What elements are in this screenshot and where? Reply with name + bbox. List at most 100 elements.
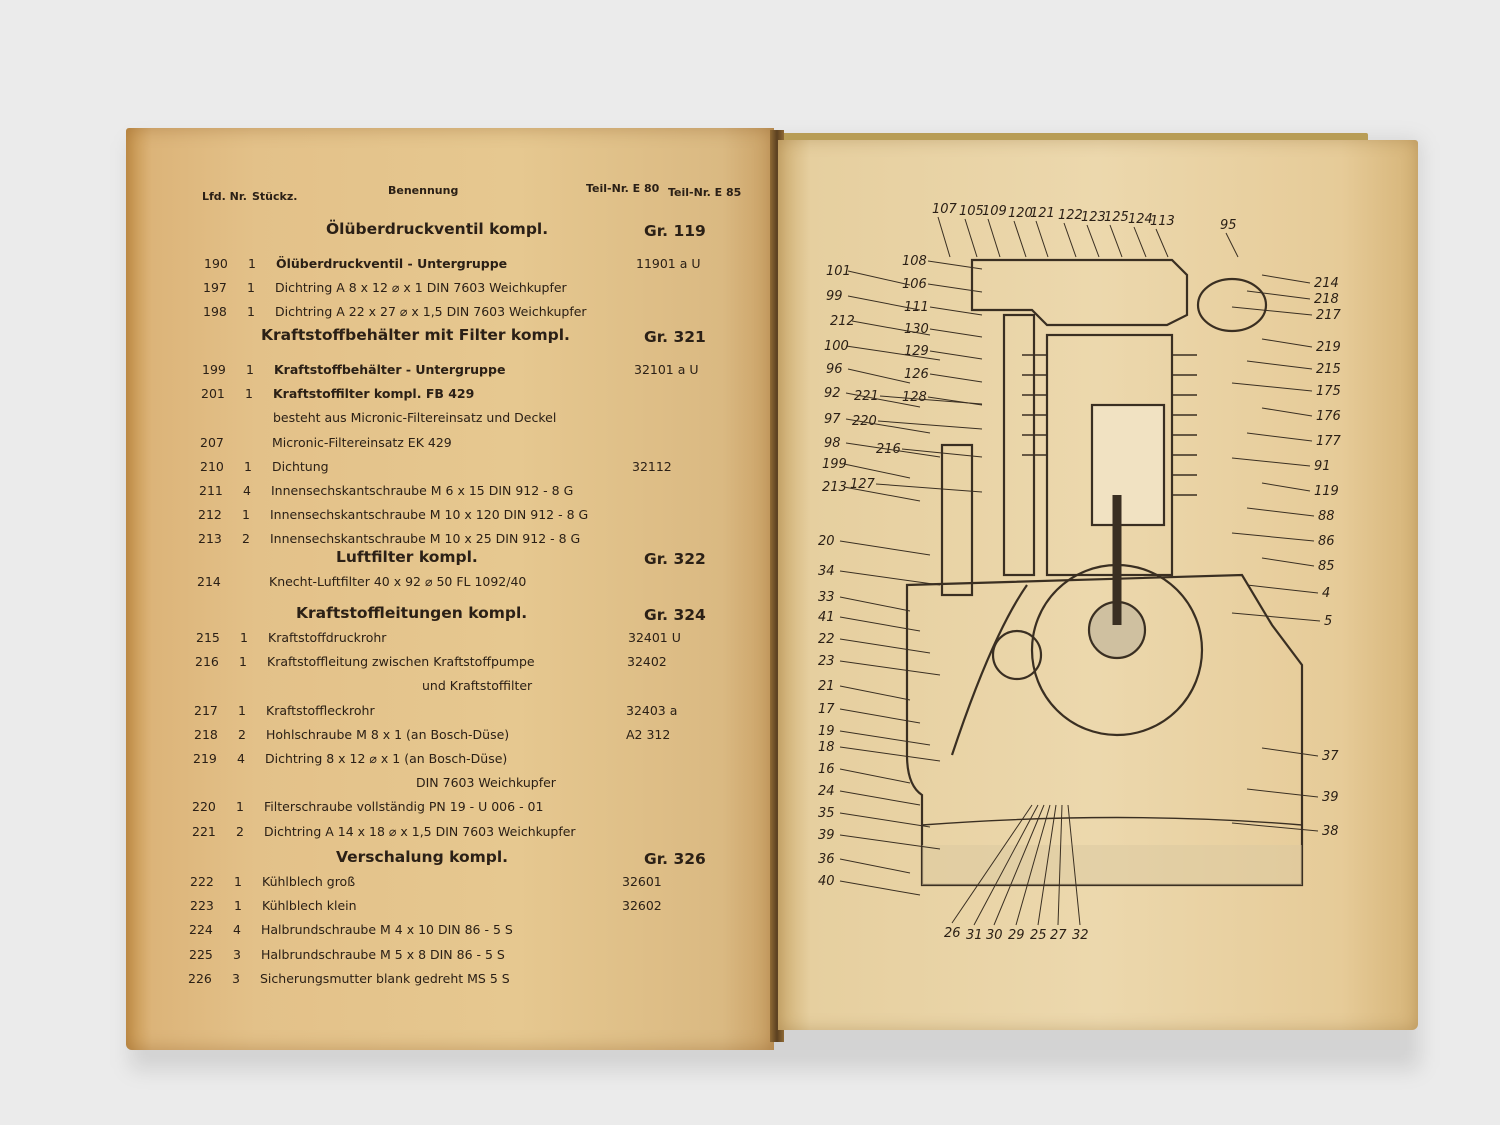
diagram-leader-line: [987, 218, 1001, 258]
header-lfd: Lfd. Nr.: [202, 190, 247, 203]
diagram-label: 25: [1030, 928, 1047, 943]
diagram-leader-line: [1246, 360, 1313, 370]
diagram-leader-line: [1155, 228, 1169, 258]
diagram-leader-line: [851, 320, 931, 336]
part-lfd-number: 221: [192, 823, 216, 839]
diagram-label: 39: [818, 828, 835, 843]
part-quantity: 1: [242, 507, 250, 523]
part-lfd-number: 197: [203, 280, 227, 296]
diagram-label: 109: [982, 204, 1007, 219]
part-lfd-number: 226: [188, 970, 212, 986]
diagram-label: 34: [818, 564, 835, 579]
diagram-leader-line: [1063, 222, 1077, 258]
diagram-leader-line: [845, 418, 931, 434]
diagram-label: 124: [1128, 212, 1153, 227]
diagram-label: 177: [1316, 434, 1342, 449]
diagram-label: 120: [1008, 206, 1033, 221]
section-group-number: Gr. 119: [644, 222, 706, 240]
diagram-leader-line: [877, 420, 983, 430]
diagram-leader-line: [839, 638, 931, 654]
diagram-leader-line: [845, 345, 941, 361]
part-quantity: 1: [238, 702, 246, 718]
diagram-label: 122: [1058, 208, 1083, 223]
diagram-label: 17: [818, 702, 835, 717]
part-name: Knecht-Luftfilter 40 x 92 ⌀ 50 FL 1092/4…: [269, 574, 527, 589]
part-lfd-number: 213: [198, 531, 222, 547]
diagram-label: 214: [1314, 276, 1339, 291]
part-quantity: 1: [248, 256, 256, 271]
part-lfd-number: 219: [193, 751, 217, 766]
diagram-leader-line: [845, 392, 921, 408]
part-quantity: 3: [233, 946, 241, 962]
part-number-e80: 32602: [622, 898, 662, 914]
part-quantity: 3: [232, 970, 240, 986]
diagram-leader-line: [875, 483, 983, 493]
diagram-label: 218: [1314, 292, 1339, 307]
diagram-label: 38: [1322, 824, 1339, 839]
section-title: Kraftstoffbehälter mit Filter kompl.: [261, 326, 570, 344]
part-name: Dichtring A 14 x 18 ⌀ x 1,5 DIN 7603 Wei…: [264, 823, 576, 839]
part-lfd-number: 211: [199, 483, 223, 498]
section-title: Kraftstoffleitungen kompl.: [296, 604, 528, 622]
diagram-leader-line: [843, 486, 921, 502]
diagram-label: 32: [1072, 928, 1089, 943]
part-name: und Kraftstoffilter: [422, 678, 533, 694]
part-lfd-number: 223: [190, 898, 214, 914]
diagram-leader-line: [839, 858, 911, 874]
diagram-label: 18: [818, 740, 835, 755]
part-name: Sicherungsmutter blank gedreht MS 5 S: [260, 970, 510, 986]
part-lfd-number: 215: [196, 630, 220, 645]
diagram-leader-line: [1246, 432, 1313, 442]
diagram-label: 213: [822, 480, 847, 495]
diagram-leader-line: [1246, 584, 1319, 594]
diagram-leader-line: [1057, 804, 1063, 926]
diagram-label: 30: [986, 928, 1003, 943]
diagram-label: 91: [1314, 459, 1331, 474]
part-quantity: 4: [237, 751, 245, 766]
section-group-number: Gr. 324: [644, 606, 706, 624]
diagram-leader-line: [1261, 338, 1313, 348]
section-title: Ölüberdruckventil kompl.: [326, 220, 549, 238]
part-name: Kraftstoffilter kompl. FB 429: [273, 386, 475, 402]
diagram-leader-line: [839, 730, 931, 746]
diagram-label: 111: [904, 300, 929, 315]
diagram-label: 20: [818, 534, 835, 549]
diagram-leader-line: [1261, 274, 1311, 284]
part-lfd-number: 190: [204, 256, 228, 271]
diagram-label: 27: [1050, 928, 1067, 943]
part-quantity: 1: [240, 630, 248, 645]
diagram-label: 26: [944, 926, 961, 941]
diagram-label: 123: [1081, 210, 1106, 225]
part-name: Innensechskantschraube M 10 x 25 DIN 912…: [270, 531, 581, 547]
part-lfd-number: 214: [197, 574, 221, 589]
part-name: Innensechskantschraube M 10 x 120 DIN 91…: [270, 507, 589, 523]
diagram-leader-line: [1261, 482, 1311, 492]
diagram-label: 40: [818, 874, 835, 889]
diagram-label: 37: [1322, 749, 1339, 764]
diagram-leader-line: [847, 270, 911, 286]
diagram-leader-line: [839, 616, 921, 632]
diagram-leader-line: [843, 463, 911, 479]
diagram-leader-line: [839, 708, 921, 724]
diagram-label: 95: [1220, 218, 1237, 233]
diagram-leader-line: [839, 790, 921, 806]
diagram-label: 220: [852, 414, 877, 429]
diagram-label: 108: [902, 254, 927, 269]
diagram-leader-line: [1037, 804, 1057, 926]
part-quantity: 1: [245, 386, 253, 402]
part-name: Kühlblech klein: [262, 898, 357, 914]
part-quantity: 4: [233, 922, 241, 938]
section-title: Verschalung kompl.: [336, 848, 509, 866]
diagram-label: 100: [824, 339, 849, 354]
diagram-label: 88: [1318, 509, 1335, 524]
diagram-label: 130: [904, 322, 929, 337]
section-title: Luftfilter kompl.: [336, 548, 478, 566]
diagram-label: 31: [966, 928, 983, 943]
part-name: Dichtring A 22 x 27 ⌀ x 1,5 DIN 7603 Wei…: [275, 304, 587, 320]
part-number-e80: 32112: [632, 458, 672, 474]
part-lfd-number: 207: [200, 434, 224, 450]
diagram-leader-line: [901, 448, 983, 458]
diagram-label: 219: [1316, 340, 1341, 355]
part-name: Filterschraube vollständig PN 19 - U 006…: [264, 799, 544, 815]
